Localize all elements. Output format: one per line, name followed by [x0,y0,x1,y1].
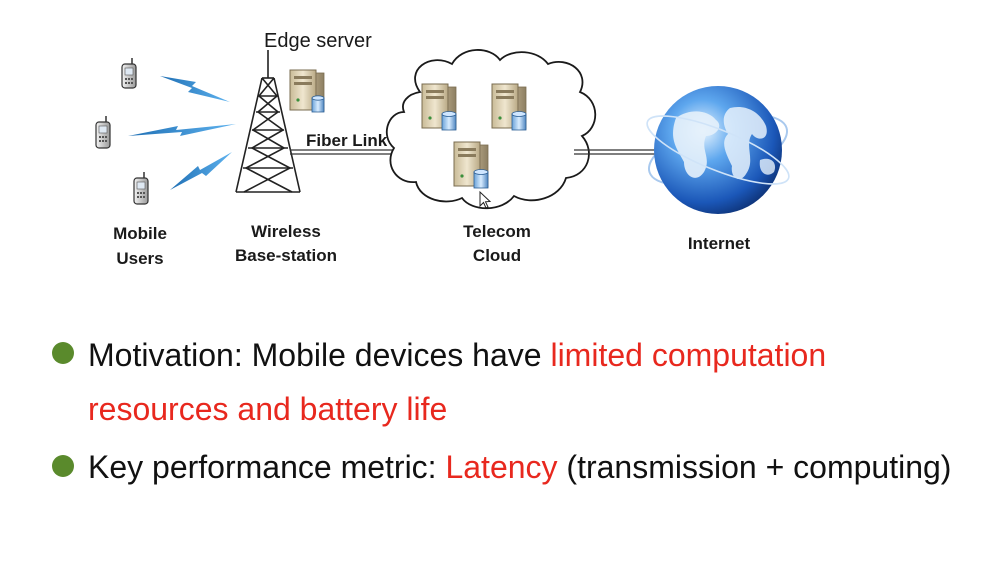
globe-icon [646,86,790,214]
wireless-signal-icon [128,124,236,136]
bullet-text: Motivation: Mobile devices have [88,337,551,373]
telecom-cloud-label-line1: Telecom [463,222,531,241]
bullet-highlight: limited computation resources and batter… [88,337,827,427]
bullet-text-suffix: (transmission + computing) [557,449,952,485]
bullet-item-metric: Key performance metric: Latency (transmi… [52,438,952,486]
cell-tower-icon [235,50,301,193]
base-station-label-line2: Base-station [235,246,337,265]
mobile-phone-icon [133,172,149,205]
wireless-signal-icon [160,76,230,102]
server-icon [491,83,527,131]
bullet-highlight: Latency [445,449,558,485]
mouse-cursor-icon [479,190,492,209]
database-icon [473,169,489,189]
edge-server-label: Edge server [264,30,372,52]
database-icon [441,111,457,131]
server-icon [453,141,489,189]
internet-link-line [574,149,656,155]
database-icon [311,95,325,113]
telecom-cloud-label-line2: Cloud [473,246,521,265]
bullet-dot-icon [52,342,74,364]
fiber-link-label: Fiber Link [306,131,388,150]
server-icon [421,83,457,131]
cloud-icon [385,49,597,210]
mobile-edge-network-diagram: Edge server Fiber Link Mobile Users Wire… [95,30,790,268]
internet-label: Internet [688,234,751,253]
base-station-label-line1: Wireless [251,222,321,241]
bullet-dot-icon [52,455,74,477]
bullet-text: Key performance metric: [88,449,446,485]
database-icon [511,111,527,131]
server-icon [289,69,325,113]
wireless-signal-icon [170,152,232,190]
mobile-phone-icon [121,58,137,89]
bullet-list: Motivation: Mobile devices have limited … [52,328,952,486]
mobile-users-label-line1: Mobile [113,224,167,243]
bullet-item-motivation: Motivation: Mobile devices have limited … [52,328,952,436]
mobile-phone-icon [95,116,111,149]
mobile-users-label-line2: Users [116,249,163,268]
fiber-link-line [290,149,398,155]
